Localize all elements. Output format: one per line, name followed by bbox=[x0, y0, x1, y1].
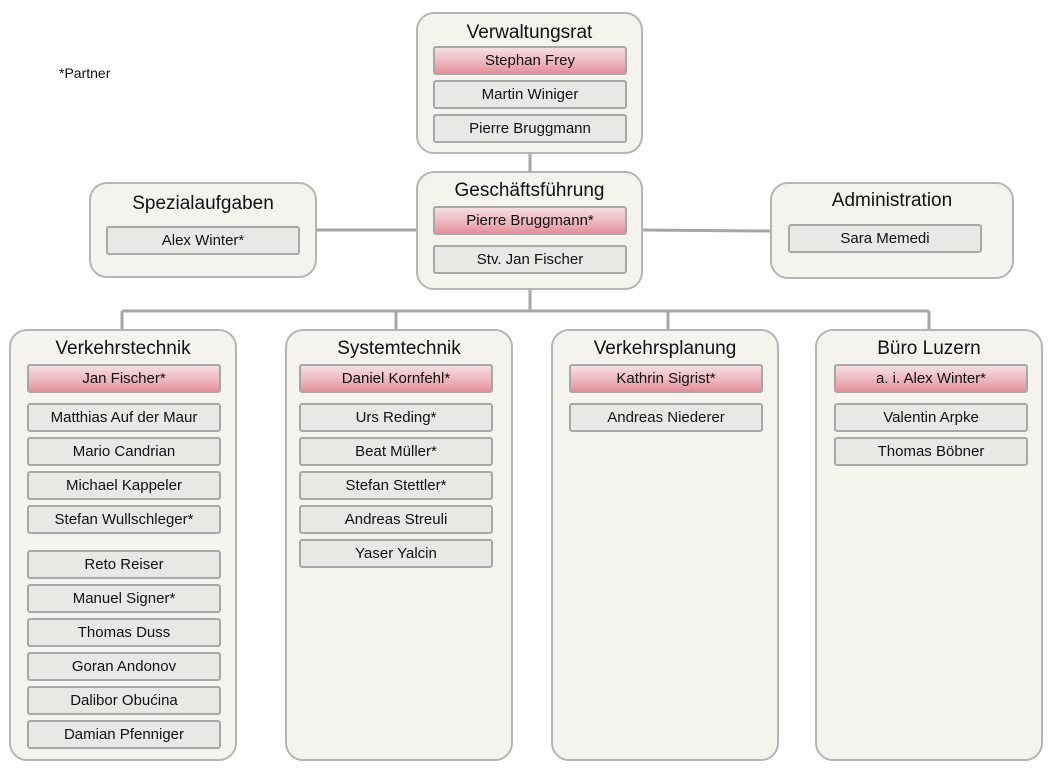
person-box: Matthias Auf der Maur bbox=[27, 403, 221, 432]
dept-verkehrsplanung: Verkehrsplanung Kathrin Sigrist* Andreas… bbox=[551, 329, 779, 761]
person-box: Pierre Bruggmann* bbox=[433, 206, 627, 235]
person-box: Stv. Jan Fischer bbox=[433, 245, 627, 274]
person-box: Goran Andonov bbox=[27, 652, 221, 681]
person-box: Thomas Böbner bbox=[834, 437, 1028, 466]
dept-title: Büro Luzern bbox=[877, 338, 981, 359]
dept-buero-luzern: Büro Luzern a. i. Alex Winter* Valentin … bbox=[815, 329, 1043, 761]
dept-title: Spezialaufgaben bbox=[132, 193, 274, 214]
dept-title: Geschäftsführung bbox=[454, 180, 605, 201]
person-box: Stefan Wullschleger* bbox=[27, 505, 221, 534]
partner-legend: *Partner bbox=[59, 65, 111, 81]
dept-title: Verkehrsplanung bbox=[593, 338, 737, 359]
dept-title: Verkehrstechnik bbox=[55, 338, 191, 359]
person-box: Urs Reding* bbox=[299, 403, 493, 432]
person-box: Daniel Kornfehl* bbox=[299, 364, 493, 393]
person-box: Damian Pfenniger bbox=[27, 720, 221, 749]
person-box: Kathrin Sigrist* bbox=[569, 364, 763, 393]
person-box: Pierre Bruggmann bbox=[433, 114, 627, 143]
dept-verkehrstechnik: Verkehrstechnik Jan Fischer* Matthias Au… bbox=[9, 329, 237, 761]
person-box: Valentin Arpke bbox=[834, 403, 1028, 432]
person-box: Yaser Yalcin bbox=[299, 539, 493, 568]
dept-systemtechnik: Systemtechnik Daniel Kornfehl* Urs Redin… bbox=[285, 329, 513, 761]
person-box: Martin Winiger bbox=[433, 80, 627, 109]
person-box: Michael Kappeler bbox=[27, 471, 221, 500]
person-box: Mario Candrian bbox=[27, 437, 221, 466]
connector-gf-admin bbox=[641, 228, 772, 233]
dept-title: Verwaltungsrat bbox=[466, 22, 593, 43]
dept-geschaeftsfuehrung: Geschäftsführung Pierre Bruggmann* Stv. … bbox=[416, 171, 643, 290]
person-box: Beat Müller* bbox=[299, 437, 493, 466]
person-box: Stefan Stettler* bbox=[299, 471, 493, 500]
person-box: Dalibor Obućina bbox=[27, 686, 221, 715]
person-box: Andreas Streuli bbox=[299, 505, 493, 534]
person-box: Andreas Niederer bbox=[569, 403, 763, 432]
person-box: a. i. Alex Winter* bbox=[834, 364, 1028, 393]
person-box: Sara Memedi bbox=[788, 224, 982, 253]
dept-spezialaufgaben: Spezialaufgaben Alex Winter* bbox=[89, 182, 317, 278]
dept-administration: Administration Sara Memedi bbox=[770, 182, 1014, 279]
dept-title: Systemtechnik bbox=[337, 338, 461, 359]
person-box: Stephan Frey bbox=[433, 46, 627, 75]
person-box: Alex Winter* bbox=[106, 226, 300, 255]
person-box: Reto Reiser bbox=[27, 550, 221, 579]
person-box: Thomas Duss bbox=[27, 618, 221, 647]
dept-verwaltungsrat: Verwaltungsrat Stephan Frey Martin Winig… bbox=[416, 12, 643, 154]
person-box: Manuel Signer* bbox=[27, 584, 221, 613]
dept-title: Administration bbox=[831, 190, 953, 211]
person-box: Jan Fischer* bbox=[27, 364, 221, 393]
